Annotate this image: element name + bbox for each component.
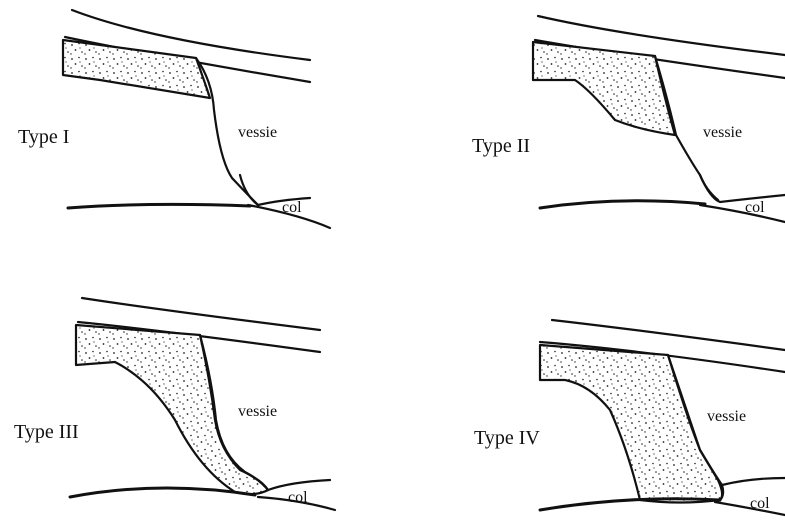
vessie-label: vessie <box>703 124 742 141</box>
stippled-region <box>540 345 722 503</box>
floor-line <box>68 204 250 208</box>
floor-line <box>540 201 705 208</box>
stippled-region <box>533 42 675 135</box>
bladder-neck-curve <box>722 478 785 485</box>
panel-type-3: Type III vessie col <box>14 298 335 510</box>
col-label: col <box>282 199 302 216</box>
bladder-neck-curve <box>700 175 785 202</box>
floor-line <box>540 499 720 510</box>
neck-lower-line <box>700 205 785 222</box>
type-label: Type I <box>18 126 69 148</box>
vessie-label: vessie <box>707 408 746 425</box>
vessie-label: vessie <box>238 124 277 141</box>
col-label: col <box>750 495 770 512</box>
floor-line <box>70 488 255 497</box>
vessie-label: vessie <box>238 403 277 420</box>
type-label: Type III <box>14 421 79 443</box>
type-label: Type IV <box>474 427 540 449</box>
type-label: Type II <box>472 135 530 157</box>
stippled-region <box>63 40 210 98</box>
panel-type-2: Type II vessie col <box>472 16 785 222</box>
panel-type-4: Type IV vessie col <box>474 320 785 515</box>
col-label: col <box>288 489 308 506</box>
panel-type-1: Type I vessie col <box>18 10 330 228</box>
col-label: col <box>745 199 765 216</box>
